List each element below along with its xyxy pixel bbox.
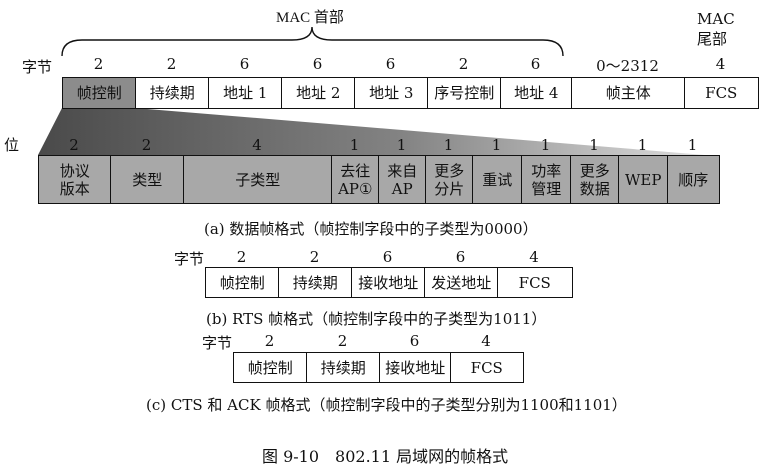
fc-field-count: 1: [687, 136, 698, 154]
main-field-count: 4: [715, 55, 726, 73]
main-field-count: 2: [458, 55, 469, 73]
mac-header-brace: [61, 26, 564, 57]
field-label-line1: 来自: [387, 161, 418, 180]
fc-field-cell: 更多分片: [425, 155, 474, 204]
cts-field-count: 4: [481, 332, 491, 350]
cts-field-count: 6: [409, 332, 420, 350]
bytes-label: 字节: [22, 58, 53, 76]
rts-field-cell: 持续期: [278, 267, 353, 298]
caption-c: (c) CTS 和 ACK 帧格式（帧控制字段中的子类型分别为1100和1101…: [146, 396, 627, 414]
field-label-line1: 协议: [59, 161, 90, 180]
bits-label: 位: [4, 136, 20, 154]
cts-field-cell: 接收地址: [379, 352, 452, 383]
main-field-count: 0～2312: [596, 57, 659, 75]
field-label-line1: 子类型: [235, 170, 281, 189]
frame-control-funnel: [38, 108, 705, 155]
field-label-line1: 更多: [434, 161, 465, 180]
fc-field-count: 1: [443, 136, 454, 154]
main-field-cell: 持续期: [135, 77, 210, 109]
rts-field-cell: 接收地址: [351, 267, 426, 298]
field-label-line1: 更多: [579, 161, 610, 180]
rts-field-cell: FCS: [497, 267, 573, 298]
figure-caption: 图 9-10 802.11 局域网的帧格式: [262, 447, 509, 466]
field-label-line2: 数据: [579, 179, 610, 198]
main-field-cell: FCS: [684, 77, 759, 109]
fc-field-count: 1: [396, 136, 407, 154]
fc-field-cell: 更多数据: [570, 155, 620, 204]
main-field-count: 6: [530, 55, 541, 73]
rts-field-cell: 帧控制: [205, 267, 280, 298]
field-label-line2: 管理: [531, 179, 562, 198]
cts-field-cell: 帧控制: [233, 352, 308, 383]
rts-field-count: 6: [455, 248, 466, 266]
fc-field-count: 1: [637, 136, 648, 154]
fc-field-count: 1: [540, 136, 551, 154]
fc-field-count: 2: [141, 136, 152, 154]
fc-field-cell: 子类型: [183, 155, 333, 204]
fc-field-cell: WEP: [618, 155, 669, 204]
rts-field-count: 4: [529, 248, 539, 266]
field-label-line2: AP: [391, 179, 413, 198]
fc-field-count: 2: [69, 136, 79, 154]
fc-field-cell: 协议版本: [38, 155, 112, 204]
mac-trailer-label-top: MAC: [697, 10, 735, 28]
main-field-cell: 帧主体: [571, 77, 686, 109]
main-field-cell: 帧控制: [62, 77, 137, 109]
main-field-cell: 地址 4: [500, 77, 573, 109]
field-label-line2: AP①: [338, 179, 373, 198]
main-field-cell: 地址 1: [208, 77, 283, 109]
rts-field-count: 2: [236, 248, 247, 266]
main-field-count: 2: [93, 55, 104, 73]
main-field-count: 6: [385, 55, 396, 73]
fc-field-count: 1: [589, 136, 599, 154]
main-field-count: 6: [239, 55, 250, 73]
rts-bytes-label: 字节: [174, 250, 205, 268]
cts-field-count: 2: [264, 332, 275, 350]
fc-field-count: 4: [252, 136, 262, 154]
cts-field-cell: FCS: [450, 352, 524, 383]
rts-field-cell: 发送地址: [424, 267, 499, 298]
cts-field-count: 2: [337, 332, 348, 350]
field-label-line1: WEP: [625, 170, 662, 189]
main-field-cell: 序号控制: [427, 77, 502, 109]
main-field-count: 2: [166, 55, 177, 73]
main-field-cell: 地址 3: [354, 77, 429, 109]
cts-field-cell: 持续期: [306, 352, 381, 383]
fc-field-cell: 顺序: [667, 155, 720, 204]
main-field-count: 6: [312, 55, 323, 73]
field-label-line1: 类型: [132, 170, 163, 189]
mac-trailer-label-bottom: 尾部: [697, 30, 728, 48]
field-label-line1: 顺序: [678, 170, 709, 189]
fc-field-cell: 类型: [110, 155, 185, 204]
field-label-line2: 分片: [434, 179, 465, 198]
cts-bytes-label: 字节: [202, 334, 233, 352]
main-field-cell: 地址 2: [281, 77, 356, 109]
fc-field-cell: 重试: [472, 155, 523, 204]
fc-field-count: 1: [349, 136, 360, 154]
fc-field-cell: 功率管理: [521, 155, 572, 204]
rts-field-count: 2: [309, 248, 320, 266]
rts-field-count: 6: [382, 248, 393, 266]
field-label-line1: 重试: [482, 170, 513, 189]
field-label-line1: 功率: [531, 161, 562, 180]
fc-field-count: 1: [491, 136, 502, 154]
mac-header-label: MAC 首部: [276, 10, 344, 26]
caption-b: (b) RTS 帧格式（帧控制字段中的子类型为1011）: [206, 310, 547, 328]
field-label-line1: 去往: [340, 161, 371, 180]
field-label-line2: 版本: [59, 179, 90, 198]
caption-a: (a) 数据帧格式（帧控制字段中的子类型为0000）: [204, 220, 538, 238]
